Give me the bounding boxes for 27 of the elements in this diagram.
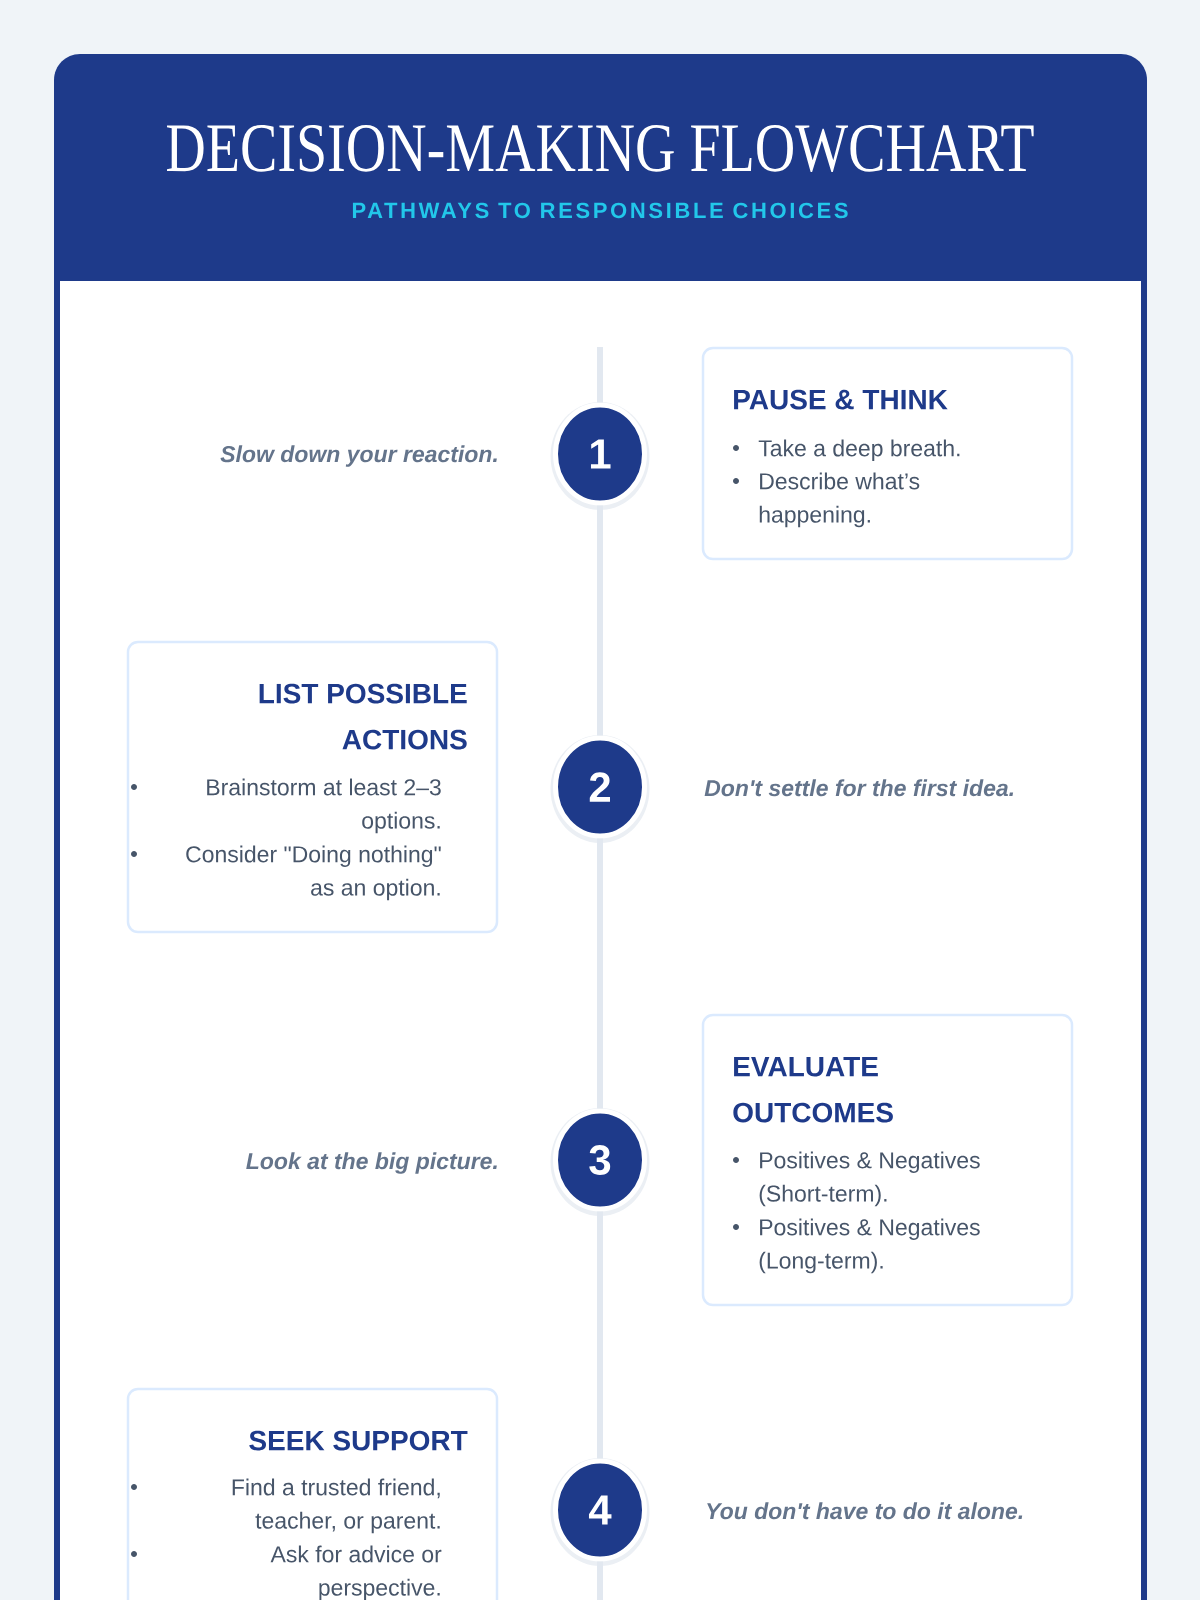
list-item: Find a trusted friend, teacher, or parent.	[232, 1478, 440, 1534]
step-card	[701, 346, 1074, 561]
hint-text: Don't settle for the first idea.	[704, 779, 1014, 797]
timeline-line	[597, 347, 603, 403]
card-heading: EVALUATE OUTCOMES	[733, 1056, 893, 1123]
timeline-line	[597, 838, 603, 1109]
hint-text: Slow down your reaction.	[220, 445, 497, 467]
title: DECISION-MAKING FLOWCHART	[167, 125, 1034, 173]
step-card	[701, 1013, 1074, 1307]
hint-text: You don't have to do it alone.	[707, 1502, 1023, 1520]
list-item: Describe what’s happening.	[759, 472, 920, 528]
step-card	[126, 640, 499, 934]
card-heading: PAUSE & THINK	[734, 389, 948, 410]
list-item: Positives & Negatives (Long-term).	[759, 1218, 980, 1274]
list-item: Take a deep breath.	[758, 439, 960, 461]
hint-text: Look at the big picture.	[246, 1152, 497, 1174]
step-card	[126, 1387, 499, 1600]
card-heading: SEEK SUPPORT	[249, 1430, 468, 1451]
list-item: Consider "Doing nothing" as an option.	[186, 845, 441, 901]
timeline-line	[597, 505, 603, 736]
list-item: Brainstorm at least 2–3 options.	[207, 778, 441, 834]
card-heading: LIST POSSIBLE ACTIONS	[259, 683, 467, 750]
timeline-line	[597, 1211, 603, 1459]
timeline-line	[597, 1561, 603, 1600]
list-item: Positives & Negatives (Short-term).	[759, 1151, 980, 1207]
list-item: Ask for advice or perspective.	[270, 1545, 442, 1600]
subtitle: PATHWAYS TO RESPONSIBLE CHOICES	[352, 202, 848, 219]
